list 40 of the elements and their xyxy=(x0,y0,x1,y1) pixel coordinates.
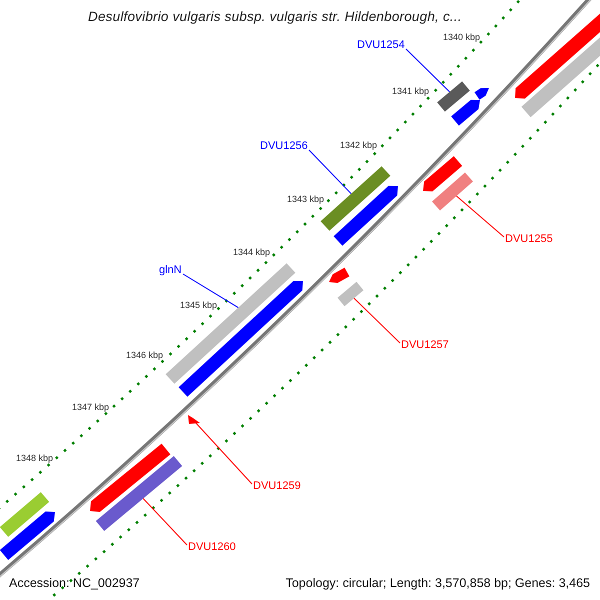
leader-line xyxy=(456,196,504,238)
gene-label: DVU1257 xyxy=(401,339,449,352)
gene-segment xyxy=(178,281,303,397)
gene-label: DVU1254 xyxy=(357,39,405,52)
leader-line xyxy=(194,422,252,484)
gene-segment xyxy=(338,282,364,306)
gene-segment xyxy=(334,186,398,246)
gene-label: DVU1260 xyxy=(188,541,236,554)
gene-segment xyxy=(423,156,462,192)
gene-segment xyxy=(437,81,470,112)
gene-segment xyxy=(0,492,50,537)
position-label: 1346 kbp xyxy=(126,350,164,361)
leader-line xyxy=(182,274,239,308)
gene-segment xyxy=(0,512,55,560)
footer-text: Accession: NC_002937 xyxy=(9,576,140,590)
gene-segment xyxy=(474,88,489,100)
leader-line xyxy=(308,150,352,194)
position-label: 1342 kbp xyxy=(340,140,378,151)
position-label: 1348 kbp xyxy=(16,453,54,464)
position-label: 1340 kbp xyxy=(443,32,480,43)
gene-label: DVU1259 xyxy=(253,480,301,493)
leader-line xyxy=(354,298,400,344)
footer-text: Topology: circular; Length: 3,570,858 bp; Genes: 3,465 xyxy=(286,576,590,590)
position-label: 1341 kbp xyxy=(392,86,430,97)
position-label: 1345 kbp xyxy=(180,300,218,311)
leader-line xyxy=(142,498,188,546)
gene-label: DVU1256 xyxy=(260,140,308,153)
position-label: 1343 kbp xyxy=(287,194,324,205)
gene-segment xyxy=(432,172,473,210)
leader-line xyxy=(406,48,450,92)
gene-label: glnN xyxy=(159,264,182,277)
gene-segment xyxy=(451,100,480,126)
gene-segment xyxy=(90,444,170,512)
gene-label: DVU1255 xyxy=(505,233,553,246)
position-label: 1344 kbp xyxy=(233,247,270,258)
gene-segment xyxy=(96,456,182,531)
gene-segment xyxy=(188,415,200,424)
title: Desulfovibrio vulgaris subsp. vulgaris str. Hildenborough, c... xyxy=(88,9,462,24)
position-label: 1347 kbp xyxy=(72,402,110,413)
gene-segment xyxy=(329,268,350,283)
